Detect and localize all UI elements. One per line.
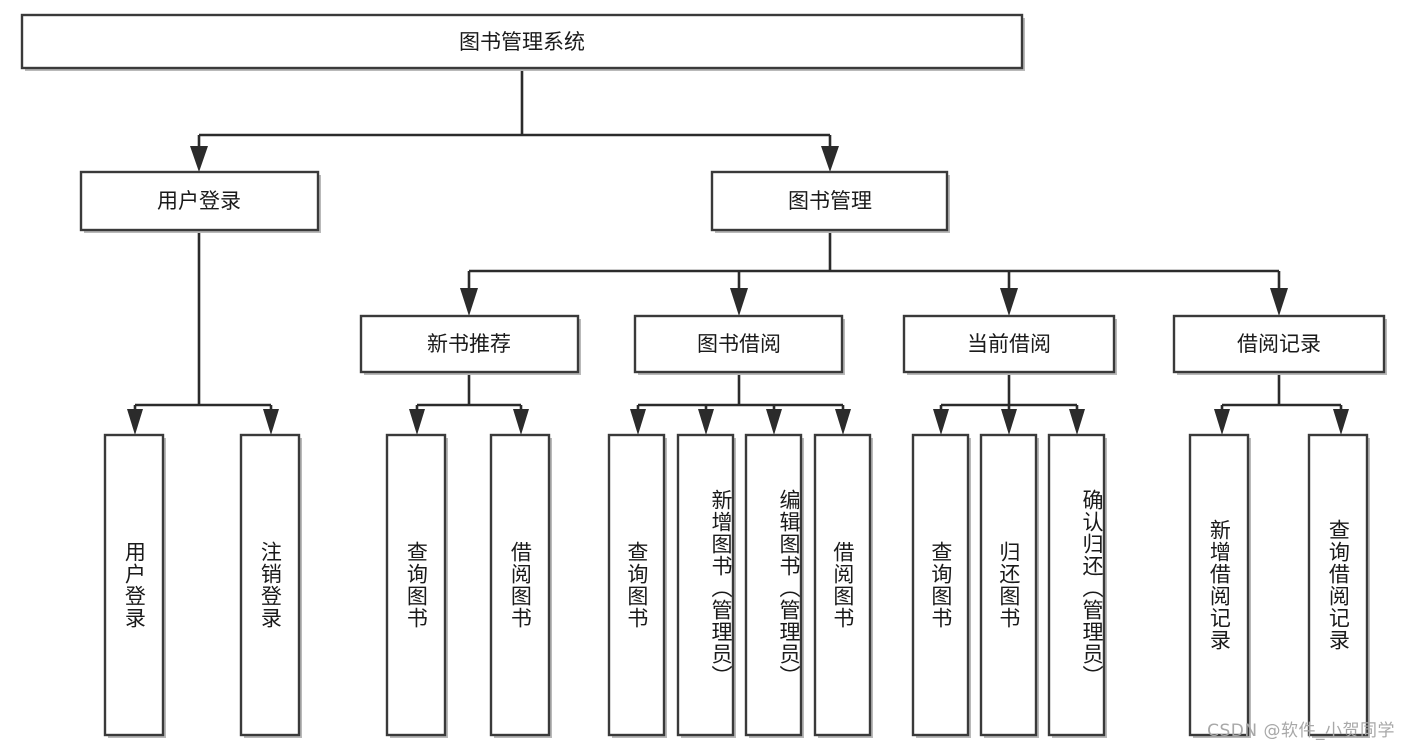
arrow-head-icon — [460, 288, 478, 316]
node-current-borrow[interactable]: 当前借阅 — [902, 314, 1117, 375]
node-leaf-confirm-return[interactable] — [1047, 433, 1107, 738]
node-user-login-label: 用户登录 — [157, 189, 241, 213]
node-new-book-recommend-label: 新书推荐 — [427, 332, 511, 356]
node-leaf-query-book-3[interactable] — [911, 433, 971, 738]
node-current-borrow-label: 当前借阅 — [967, 332, 1051, 356]
node-leaf-borrow-book-1[interactable] — [489, 433, 552, 738]
node-leaf-query-book-1[interactable] — [385, 433, 448, 738]
connector-group-new-book-recommend — [409, 375, 529, 435]
node-borrow-record[interactable]: 借阅记录 — [1172, 314, 1387, 375]
connector-group-borrow-record — [1214, 375, 1349, 435]
arrow-head-icon — [1001, 409, 1017, 435]
node-leaf-add-book[interactable] — [676, 433, 736, 738]
node-leaf-edit-book[interactable] — [744, 433, 804, 738]
node-leaf-return-book[interactable] — [979, 433, 1039, 738]
arrow-head-icon — [263, 409, 279, 435]
arrow-head-icon — [190, 146, 208, 172]
arrow-head-icon — [821, 146, 839, 172]
arrow-head-icon — [513, 409, 529, 435]
arrow-head-icon — [1333, 409, 1349, 435]
node-borrow-record-label: 借阅记录 — [1237, 332, 1321, 356]
arrow-head-icon — [933, 409, 949, 435]
connector-group-book-borrow — [630, 375, 851, 435]
arrow-head-icon — [630, 409, 646, 435]
node-book-manage[interactable]: 图书管理 — [710, 170, 950, 233]
connector-group-current-borrow — [933, 375, 1085, 435]
arrow-head-icon — [766, 409, 782, 435]
node-leaf-user-login[interactable] — [103, 433, 166, 738]
arrow-head-icon — [1270, 288, 1288, 316]
node-leaf-borrow-book-2[interactable] — [813, 433, 873, 738]
arrow-head-icon — [730, 288, 748, 316]
node-root[interactable]: 图书管理系统 — [20, 13, 1025, 71]
watermark-text: CSDN @软件_小贺同学 — [1207, 721, 1395, 741]
node-leaf-query-record[interactable] — [1307, 433, 1370, 738]
node-book-borrow[interactable]: 图书借阅 — [633, 314, 845, 375]
node-book-borrow-label: 图书借阅 — [697, 332, 781, 356]
node-book-manage-label: 图书管理 — [788, 189, 872, 213]
node-leaf-query-book-2[interactable] — [607, 433, 667, 738]
arrow-head-icon — [835, 409, 851, 435]
node-root-label: 图书管理系统 — [459, 30, 585, 54]
connector-group-user-login — [127, 233, 279, 435]
arrow-head-icon — [127, 409, 143, 435]
node-leaf-add-record[interactable] — [1188, 433, 1251, 738]
node-new-book-recommend[interactable]: 新书推荐 — [359, 314, 581, 375]
arrow-head-icon — [409, 409, 425, 435]
arrow-head-icon — [1214, 409, 1230, 435]
node-user-login[interactable]: 用户登录 — [79, 170, 321, 233]
arrow-head-icon — [698, 409, 714, 435]
connector-group-root — [190, 68, 839, 172]
arrow-head-icon — [1069, 409, 1085, 435]
connector-group-book-manage — [460, 232, 1288, 316]
arrow-head-icon — [1000, 288, 1018, 316]
node-leaf-logout[interactable] — [239, 433, 302, 738]
